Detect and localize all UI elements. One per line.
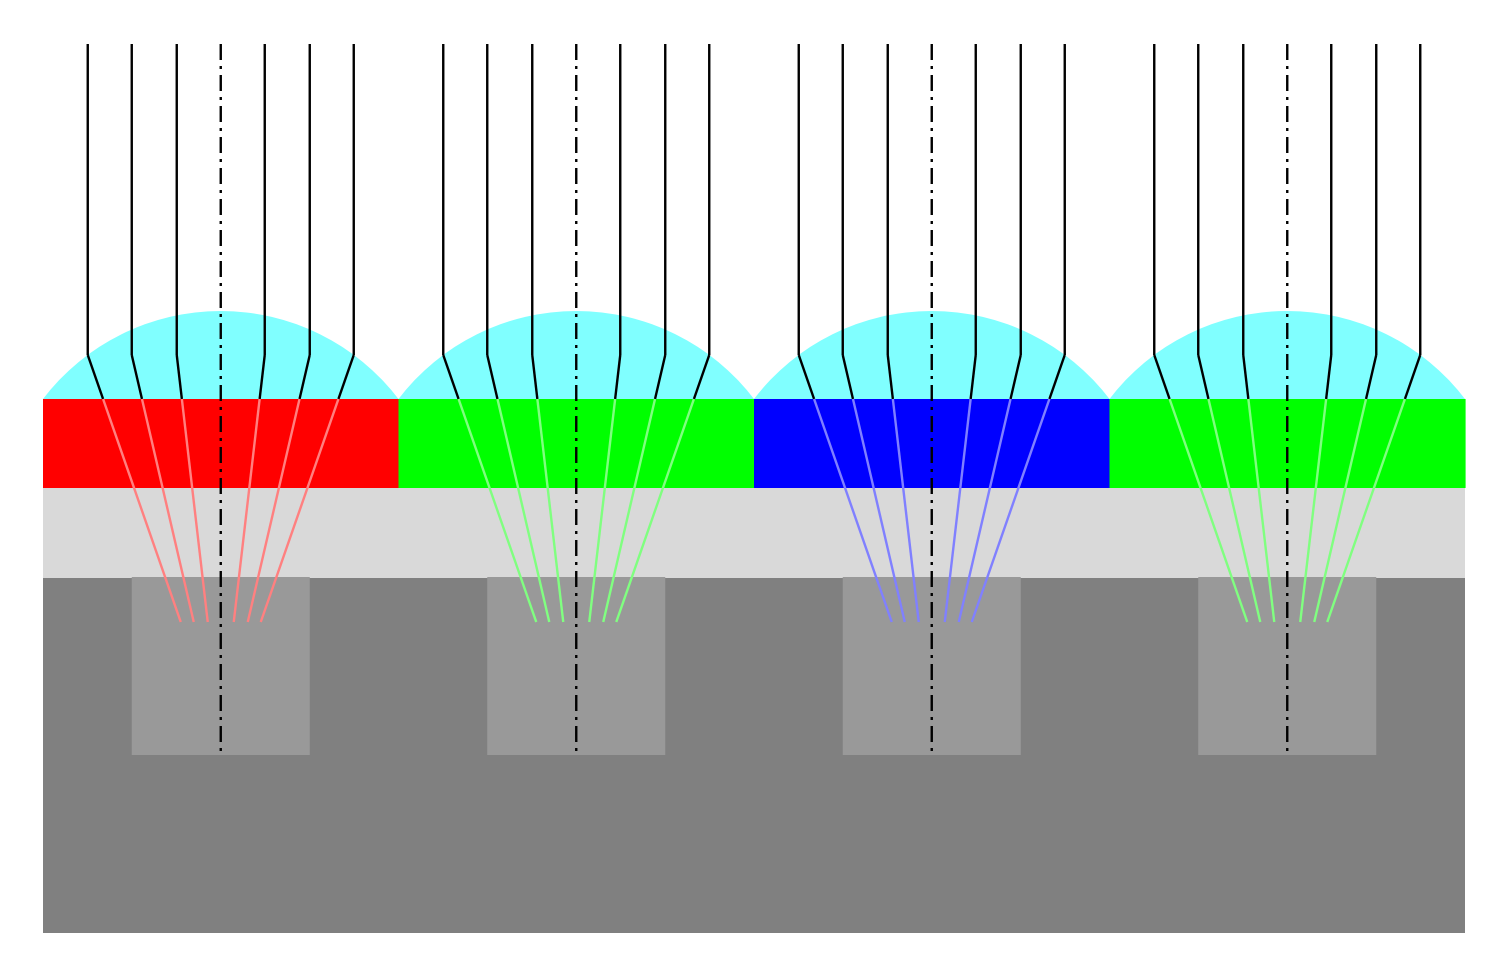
pixel-3-blue <box>754 44 1111 755</box>
refracted-ray <box>969 354 977 400</box>
refracted-ray <box>486 354 499 400</box>
refracted-ray <box>531 354 539 400</box>
filtered-ray <box>602 398 657 623</box>
refracted-ray <box>797 354 816 400</box>
pixel-2-green <box>398 44 755 755</box>
filtered-ray <box>1168 398 1249 623</box>
refracted-ray <box>841 354 855 400</box>
pixel-4-green <box>1109 44 1466 755</box>
filtered-ray <box>970 398 1051 623</box>
filtered-ray <box>891 398 920 623</box>
refracted-ray <box>1009 354 1022 400</box>
filtered-ray <box>588 398 617 623</box>
filtered-ray <box>259 398 340 623</box>
filtered-ray <box>232 398 261 623</box>
filtered-ray <box>812 398 893 623</box>
refracted-ray <box>298 354 311 400</box>
refracted-ray <box>1324 354 1333 400</box>
filtered-ray <box>101 398 182 623</box>
refracted-ray <box>130 354 144 400</box>
filtered-ray <box>615 398 696 623</box>
filtered-ray <box>943 398 972 623</box>
filtered-ray <box>457 398 538 623</box>
filtered-ray <box>246 398 301 623</box>
refracted-ray <box>337 354 355 400</box>
filtered-ray <box>496 398 551 623</box>
refracted-ray <box>1364 354 1378 400</box>
refracted-ray <box>653 354 667 400</box>
refracted-ray <box>886 354 895 400</box>
refracted-ray <box>1242 354 1250 400</box>
filtered-ray <box>1247 398 1276 623</box>
filtered-ray <box>957 398 1012 623</box>
refracted-ray <box>613 354 622 400</box>
color-filter-green <box>398 399 755 488</box>
refracted-ray <box>1153 354 1171 400</box>
filtered-ray <box>1207 398 1262 623</box>
refracted-ray <box>1403 354 1422 400</box>
spacer-layer <box>43 488 1465 578</box>
filtered-ray <box>180 398 209 623</box>
filtered-ray <box>536 398 565 623</box>
refracted-ray <box>175 354 184 400</box>
pixel-array <box>43 44 1466 755</box>
refracted-ray <box>1197 354 1210 400</box>
refracted-ray <box>692 354 711 400</box>
refracted-ray <box>86 354 105 400</box>
filtered-ray <box>1299 398 1328 623</box>
refracted-ray <box>1048 354 1066 400</box>
color-filter-blue <box>754 399 1111 488</box>
filtered-ray <box>851 398 906 623</box>
refracted-ray <box>258 354 266 400</box>
filtered-ray <box>1326 398 1407 623</box>
filtered-ray <box>1313 398 1368 623</box>
refracted-ray <box>442 354 460 400</box>
pixel-1-red <box>43 44 400 755</box>
color-filter-green <box>1109 399 1466 488</box>
filtered-ray <box>140 398 195 623</box>
color-filter-red <box>43 399 400 488</box>
